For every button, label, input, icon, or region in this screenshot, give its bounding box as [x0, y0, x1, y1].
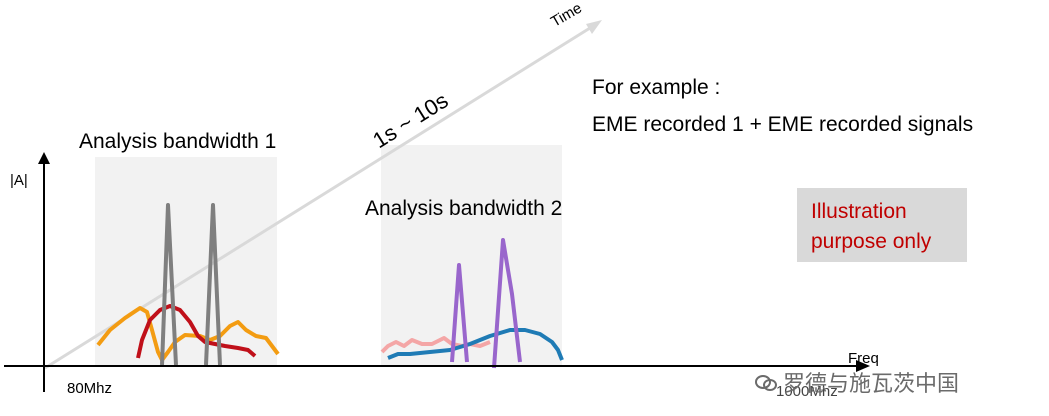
note-line-1: Illustration	[811, 200, 907, 223]
x-end-label: 1000Mhz	[776, 383, 838, 400]
wechat-icon	[755, 373, 777, 391]
purple-peak-2	[492, 238, 522, 369]
example-line-2: EME recorded 1 + EME recorded signals	[592, 113, 974, 136]
watermark-text: 罗德与施瓦茨中国	[783, 371, 960, 396]
band-1-label: Analysis bandwidth 1	[79, 130, 277, 153]
example-line-1: For example :	[592, 76, 721, 99]
x-axis-arrowhead	[856, 360, 870, 372]
watermark: 罗德与施瓦茨中国	[755, 366, 959, 398]
y-axis-label: |A|	[10, 172, 28, 189]
x-start-label: 80Mhz	[67, 380, 113, 397]
illustration-note: Illustration purpose only	[797, 188, 967, 262]
blue-signal	[387, 328, 564, 361]
time-axis-arrowhead	[586, 20, 602, 34]
orange-signal	[96, 306, 280, 362]
x-axis-label: Freq	[848, 350, 879, 367]
y-axis-arrowhead	[38, 152, 50, 164]
band-2-label: Analysis bandwidth 2	[365, 197, 563, 220]
analysis-band-2-region	[381, 145, 562, 365]
gray-peak-1	[160, 203, 178, 366]
purple-peak-1	[450, 263, 469, 363]
gray-peak-2	[204, 203, 222, 366]
note-line-2: purpose only	[811, 230, 932, 253]
red-signal	[136, 304, 257, 359]
